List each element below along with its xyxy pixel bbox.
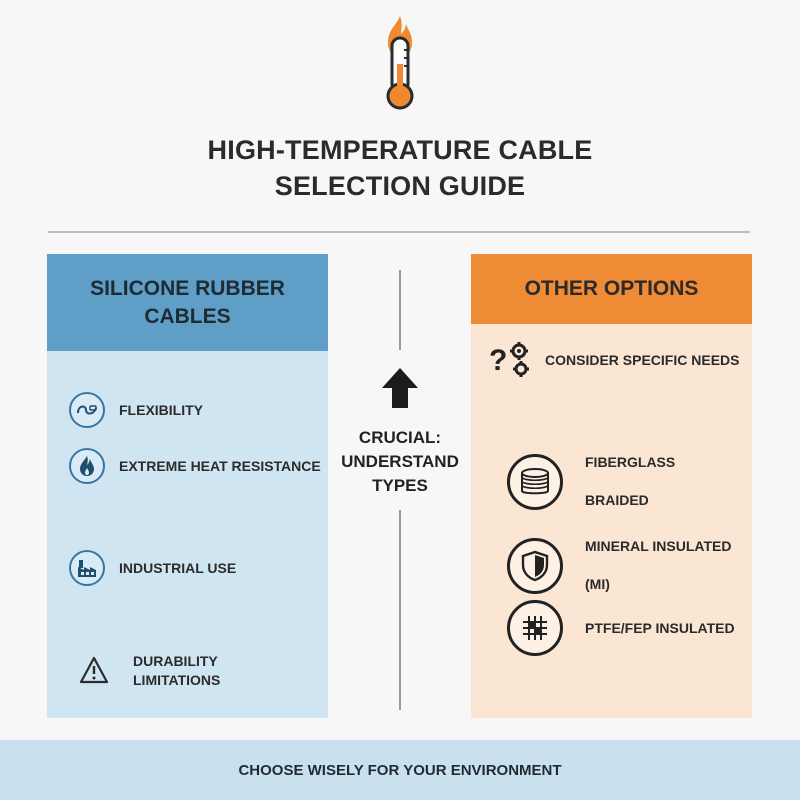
list-item-label: FLEXIBILITY bbox=[119, 401, 203, 418]
list-item-durability: DURABILITY LIMITATIONS bbox=[79, 652, 220, 690]
center-callout: CRUCIAL: UNDERSTAND TYPES bbox=[330, 426, 470, 498]
page-title-line-1: HIGH-TEMPERATURE CABLE bbox=[207, 135, 593, 165]
list-item-heat-resistance: EXTREME HEAT RESISTANCE bbox=[69, 448, 321, 484]
silicone-rubber-header: SILICONE RUBBER CABLES bbox=[47, 254, 328, 351]
factory-icon bbox=[69, 550, 105, 586]
other-options-panel: OTHER OPTIONS ? CONSIDER SPECIFIC NEEDS bbox=[471, 254, 752, 718]
option-mineral-insulated: MINERAL INSULATED (MI) bbox=[507, 518, 731, 613]
silicone-rubber-title-line-2: CABLES bbox=[144, 304, 231, 328]
fiberglass-label-line-1: FIBERGLASS bbox=[585, 454, 676, 470]
center-divider-bottom bbox=[399, 510, 401, 710]
page-title-line-2: SELECTION GUIDE bbox=[274, 171, 526, 201]
thermometer-flame-icon bbox=[370, 12, 430, 112]
option-ptfe-fep: PTFE/FEP INSULATED bbox=[507, 600, 735, 656]
footer-banner: CHOOSE WISELY FOR YOUR ENVIRONMENT bbox=[0, 740, 800, 800]
list-item-label: EXTREME HEAT RESISTANCE bbox=[119, 457, 321, 474]
question-gears-icon: ? bbox=[489, 340, 533, 380]
mineral-label-line-1: MINERAL INSULATED bbox=[585, 538, 732, 554]
list-item-label: INDUSTRIAL USE bbox=[119, 559, 237, 576]
ptfe-grid-icon bbox=[507, 600, 563, 656]
option-label: MINERAL INSULATED (MI) bbox=[585, 518, 731, 613]
durability-label-line-1: DURABILITY bbox=[133, 653, 218, 669]
silicone-rubber-panel: SILICONE RUBBER CABLES FLEXIBILITY EXTRE… bbox=[47, 254, 328, 718]
center-callout-line-1: CRUCIAL: bbox=[358, 428, 442, 447]
durability-label-line-2: LIMITATIONS bbox=[133, 672, 221, 688]
footer-text: CHOOSE WISELY FOR YOUR ENVIRONMENT bbox=[238, 761, 562, 779]
warning-icon bbox=[79, 656, 109, 686]
list-item-industrial-use: INDUSTRIAL USE bbox=[69, 550, 236, 586]
silicone-rubber-title-line-1: SILICONE RUBBER bbox=[90, 276, 285, 300]
option-label: PTFE/FEP INSULATED bbox=[585, 619, 735, 636]
up-arrow-icon bbox=[380, 366, 420, 410]
page-title: HIGH-TEMPERATURE CABLE SELECTION GUIDE bbox=[100, 132, 700, 204]
flame-icon bbox=[69, 448, 105, 484]
braided-cable-icon bbox=[507, 453, 563, 510]
list-item-label: DURABILITY LIMITATIONS bbox=[133, 652, 220, 690]
center-callout-line-3: TYPES bbox=[372, 476, 428, 495]
list-item-flexibility: FLEXIBILITY bbox=[69, 392, 203, 428]
shield-icon bbox=[507, 537, 563, 594]
cable-icon bbox=[69, 392, 105, 428]
svg-text:?: ? bbox=[489, 344, 507, 377]
center-divider-top bbox=[399, 270, 401, 350]
center-callout-line-2: UNDERSTAND bbox=[341, 452, 459, 471]
other-options-header: OTHER OPTIONS bbox=[471, 254, 752, 324]
option-fiberglass-braided: FIBERGLASS BRAIDED bbox=[507, 434, 675, 529]
consider-needs-row: ? CONSIDER SPECIFIC NEEDS bbox=[489, 340, 739, 380]
header-divider bbox=[48, 231, 750, 233]
other-options-title: OTHER OPTIONS bbox=[524, 277, 699, 300]
mineral-label-line-2: (MI) bbox=[585, 576, 610, 592]
fiberglass-label-line-2: BRAIDED bbox=[585, 492, 649, 508]
option-label: FIBERGLASS BRAIDED bbox=[585, 434, 675, 529]
consider-needs-label: CONSIDER SPECIFIC NEEDS bbox=[545, 352, 740, 368]
